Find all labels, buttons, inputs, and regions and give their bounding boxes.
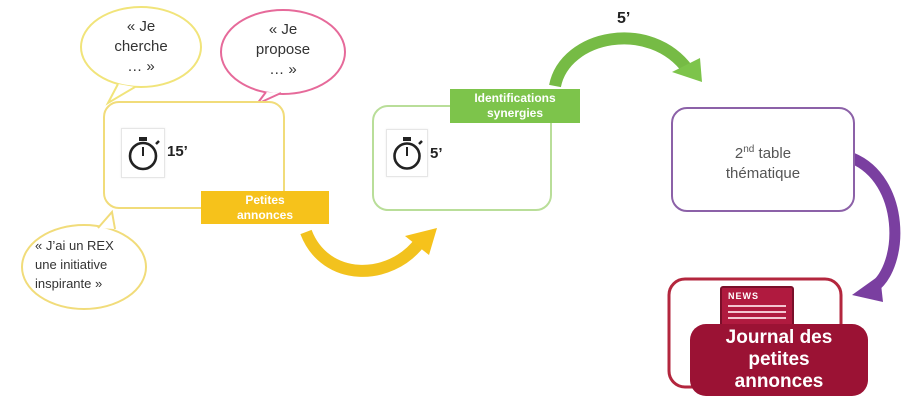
step2-tag-identifications-synergies: Identifications synergies bbox=[450, 89, 580, 123]
arrow-green bbox=[549, 32, 702, 88]
newspaper-lines bbox=[728, 305, 786, 307]
stopwatch-icon bbox=[393, 137, 423, 170]
newspaper-lines bbox=[728, 311, 786, 313]
step2-timer-label: 5’ bbox=[430, 145, 443, 162]
arrow-purple bbox=[849, 152, 901, 302]
step1-timer-box bbox=[121, 128, 165, 178]
table-thematique: thématique bbox=[725, 165, 801, 182]
step3-table-label: 2nd table thématique bbox=[681, 140, 845, 184]
step1-tag-petites-annonces: Petites annonces bbox=[201, 191, 329, 224]
arrow-yellow bbox=[300, 228, 437, 277]
step3-card-table bbox=[671, 107, 855, 212]
stopwatch-icon bbox=[128, 137, 160, 171]
newspaper-icon-label: NEWS bbox=[728, 291, 759, 301]
bubble-rex-text: « J’ai un REX une initiative inspirante … bbox=[35, 238, 114, 291]
journal-title: Journal des petites annonces bbox=[690, 324, 868, 396]
arrow-time-label: 5’ bbox=[617, 10, 631, 27]
bubble-cherche-shape bbox=[80, 6, 202, 106]
table-word: table bbox=[754, 145, 792, 162]
table-ordinal-sup: nd bbox=[743, 144, 755, 155]
newspaper-lines bbox=[728, 317, 786, 319]
step1-timer-label: 15’ bbox=[167, 143, 188, 160]
bubble-cherche-text: « Je cherche … » bbox=[114, 18, 168, 75]
table-number: 2 bbox=[734, 145, 744, 162]
step2-timer-box bbox=[386, 129, 428, 177]
bubble-rex-shape bbox=[21, 209, 147, 310]
bubble-propose-text: « Je propose … » bbox=[255, 21, 311, 78]
